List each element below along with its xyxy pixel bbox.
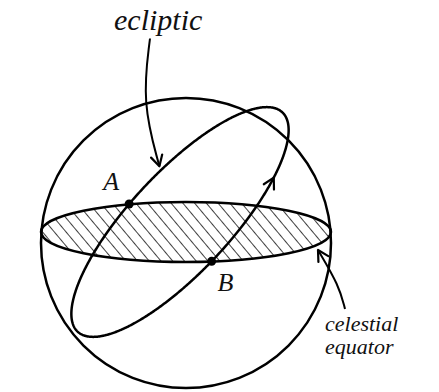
intersection-point — [125, 199, 134, 208]
leader-line — [146, 39, 160, 167]
leader-arrowhead — [151, 155, 162, 167]
intersection-point — [207, 257, 216, 266]
point-label: B — [216, 269, 236, 296]
circle-label: ecliptic — [112, 4, 204, 36]
circle-label: celestial equator — [323, 312, 435, 358]
celestial-sphere — [41, 98, 331, 388]
leader-line — [318, 250, 345, 309]
ecliptic-circle — [71, 107, 288, 337]
equator-plane — [41, 202, 331, 262]
leader-arrowhead — [318, 250, 328, 262]
ecliptic-direction-arrow — [264, 178, 274, 190]
point-label: A — [101, 168, 121, 195]
